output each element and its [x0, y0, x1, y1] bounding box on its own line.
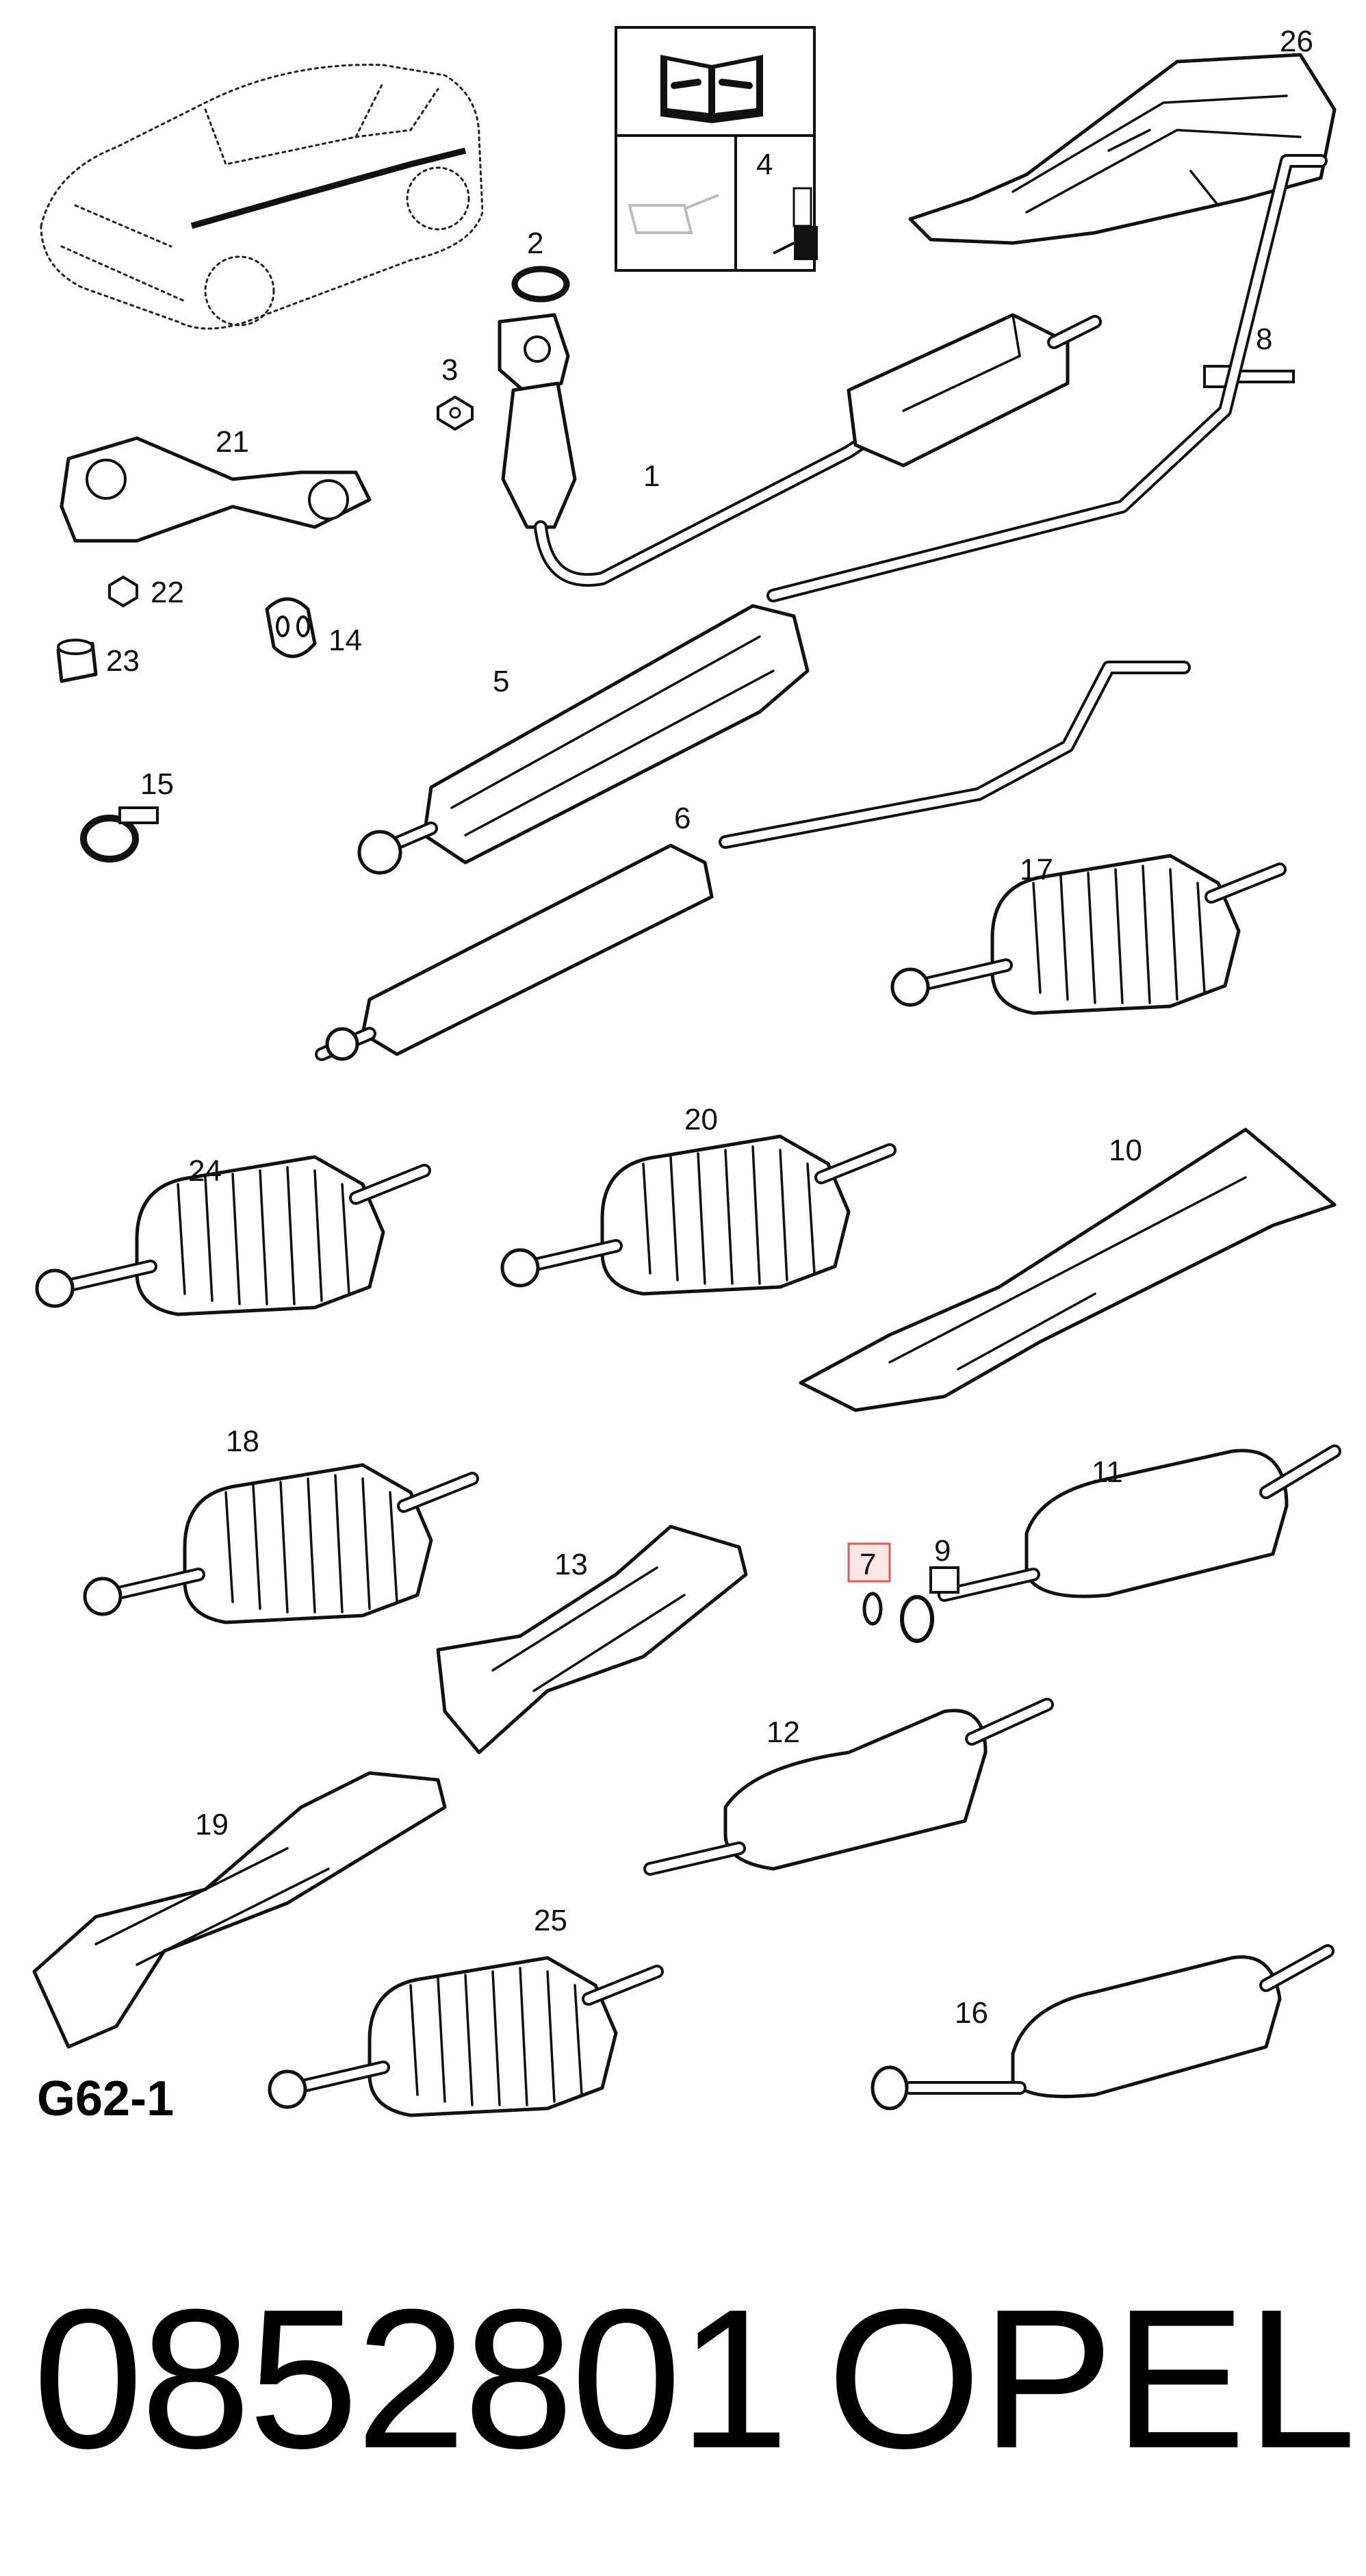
callout-5: 5 [493, 665, 509, 698]
seal-ring-7 [862, 1592, 883, 1626]
callout-12: 12 [766, 1716, 800, 1749]
highlight-box-7 [847, 1542, 891, 1583]
callout-22: 22 [151, 576, 184, 609]
callout-7: 7 [860, 1548, 876, 1581]
callout-16: 16 [955, 1996, 988, 2030]
brand-name: OPEL [827, 2268, 1356, 2490]
callout-17: 17 [1020, 853, 1053, 887]
callout-8: 8 [1256, 322, 1272, 356]
callout-18: 18 [226, 1425, 259, 1458]
callout-21: 21 [216, 425, 249, 459]
callout-19: 19 [195, 1808, 229, 1841]
callout-3: 3 [441, 353, 458, 387]
rear-silencer-24 [37, 1157, 424, 1314]
callout-25: 25 [534, 1904, 567, 1937]
rear-silencer-18 [85, 1465, 472, 1622]
callout-6: 6 [674, 802, 691, 835]
rear-silencer-12 [643, 1698, 1054, 1876]
rear-silencer-20 [502, 1136, 890, 1294]
rear-silencer-11 [938, 1444, 1341, 1602]
callout-26: 26 [1280, 25, 1313, 58]
rear-silencer-16 [871, 1944, 1335, 2110]
center-pipe-6 [315, 661, 1191, 1061]
heat-shield-13 [436, 1525, 748, 1755]
service-info-box [615, 26, 818, 272]
callout-20: 20 [684, 1103, 718, 1136]
oil-can-icon [628, 194, 719, 234]
callout-23: 23 [106, 644, 140, 678]
manual-book-icon [660, 55, 763, 123]
nut-3 [437, 395, 474, 431]
callout-2: 2 [527, 227, 543, 260]
callout-9: 9 [934, 1534, 951, 1568]
front-pipe-assembly-1 [498, 313, 1102, 587]
heat-shield-10 [799, 1127, 1337, 1412]
callout-14: 14 [328, 624, 362, 657]
grommet-23 [56, 639, 98, 683]
clamp-9 [929, 1566, 959, 1594]
rubber-hanger-14 [265, 597, 317, 659]
sheet-code: G62-1 [37, 2071, 175, 2126]
center-pipe-5 [357, 154, 1328, 875]
callout-4: 4 [756, 148, 773, 181]
heat-shield-19 [32, 1771, 447, 2049]
callout-13: 13 [554, 1548, 588, 1581]
bolt-8 [1203, 365, 1295, 388]
callout-24: 24 [188, 1154, 222, 1188]
heat-shield-26 [908, 53, 1337, 245]
part-number: 0852801 [33, 2268, 789, 2490]
gasket-ring-2 [511, 266, 570, 303]
rear-silencer-17 [892, 856, 1280, 1013]
flange-gasket [900, 1595, 934, 1643]
mount-bracket-21 [60, 436, 372, 543]
sealant-tube-icon [773, 187, 818, 260]
callout-11: 11 [1092, 1455, 1123, 1489]
callout-15: 15 [140, 767, 174, 801]
car-outline-drawing [40, 64, 484, 330]
callout-labels: 26 2 4 8 3 21 1 22 14 23 5 15 6 17 24 20… [106, 25, 1313, 2030]
nut-22 [108, 575, 138, 608]
callout-10: 10 [1109, 1134, 1142, 1167]
pipe-clamp-15 [80, 806, 159, 863]
rear-silencer-25 [270, 1958, 657, 2115]
callout-1: 1 [643, 459, 660, 493]
